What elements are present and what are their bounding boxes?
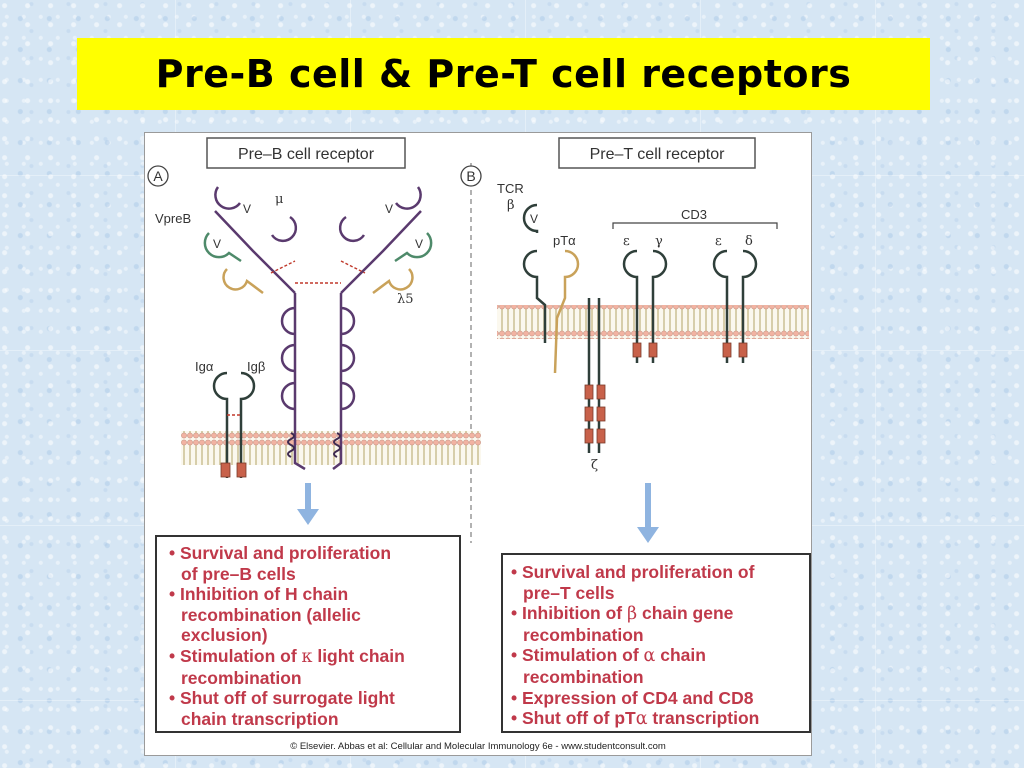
panel-a-header: Pre–B cell receptor bbox=[238, 146, 375, 163]
itam-segments-b bbox=[584, 342, 748, 444]
background-tile-seam bbox=[875, 0, 876, 768]
panel-a-header-box bbox=[206, 137, 406, 169]
ig-alpha-label: Igα bbox=[195, 359, 214, 374]
mu-label: μ bbox=[275, 192, 283, 207]
tcr-label: TCR bbox=[497, 181, 524, 196]
receptor-diagram: Pre–B cell receptor A bbox=[147, 137, 809, 543]
panel-b-header-box bbox=[558, 137, 756, 169]
zeta-label: ζ bbox=[591, 458, 598, 473]
tcr-beta-label: β bbox=[507, 198, 515, 213]
cd3-chains bbox=[587, 249, 758, 453]
cd3-gamma-label: γ bbox=[655, 234, 663, 249]
effect-t-4: Expression of CD4 and CD8 bbox=[511, 688, 805, 709]
slide-title: Pre-B cell & Pre-T cell receptors bbox=[155, 52, 852, 96]
figure-credit: © Elsevier. Abbas et al: Cellular and Mo… bbox=[290, 741, 666, 752]
ig-beta-label: Igβ bbox=[247, 359, 265, 374]
v-label-vpreb-right: V bbox=[415, 237, 423, 251]
itam-segments-a bbox=[220, 462, 247, 478]
v-label-heavy-right: V bbox=[385, 202, 393, 216]
mu-heavy-chain bbox=[214, 186, 422, 471]
effect-t-5: Shut off of pTα transcription bbox=[511, 708, 805, 730]
panel-a-letter-circle bbox=[147, 165, 169, 187]
pt-alpha-label: pTα bbox=[553, 233, 576, 248]
lambda5-label: λ5 bbox=[397, 292, 414, 307]
v-label-heavy-left: V bbox=[243, 202, 251, 216]
cd3-epsilon-label-1: ε bbox=[623, 234, 630, 249]
panel-b-header: Pre–T cell receptor bbox=[590, 146, 726, 163]
cd3-brace bbox=[612, 222, 778, 229]
cd3-epsilon-label-2: ε bbox=[715, 234, 722, 249]
vpreb-label: VpreB bbox=[155, 211, 191, 226]
vpreb-chain bbox=[203, 232, 433, 263]
pt-alpha-chain bbox=[553, 249, 580, 374]
v-label-vpreb-left: V bbox=[213, 237, 221, 251]
plasma-membrane-a bbox=[181, 431, 481, 465]
cd3-delta-label: δ bbox=[745, 234, 753, 249]
panel-b-letter-circle bbox=[460, 165, 482, 187]
ig-alpha-beta bbox=[212, 371, 256, 478]
title-banner: Pre-B cell & Pre-T cell receptors bbox=[77, 38, 930, 110]
tcr-v-label: V bbox=[530, 212, 538, 226]
tcr-beta-chain bbox=[522, 203, 547, 343]
receptor-figure: Pre–B cell receptor A bbox=[144, 132, 812, 756]
cd3-label: CD3 bbox=[681, 207, 707, 222]
panel-b-letter: B bbox=[466, 168, 475, 184]
lambda5-chain bbox=[222, 268, 414, 294]
effect-b-3: Stimulation of κ light chainrecombinatio… bbox=[169, 646, 455, 688]
arrow-a bbox=[297, 483, 319, 525]
panel-a-letter: A bbox=[153, 168, 163, 184]
arrow-b bbox=[637, 483, 659, 543]
